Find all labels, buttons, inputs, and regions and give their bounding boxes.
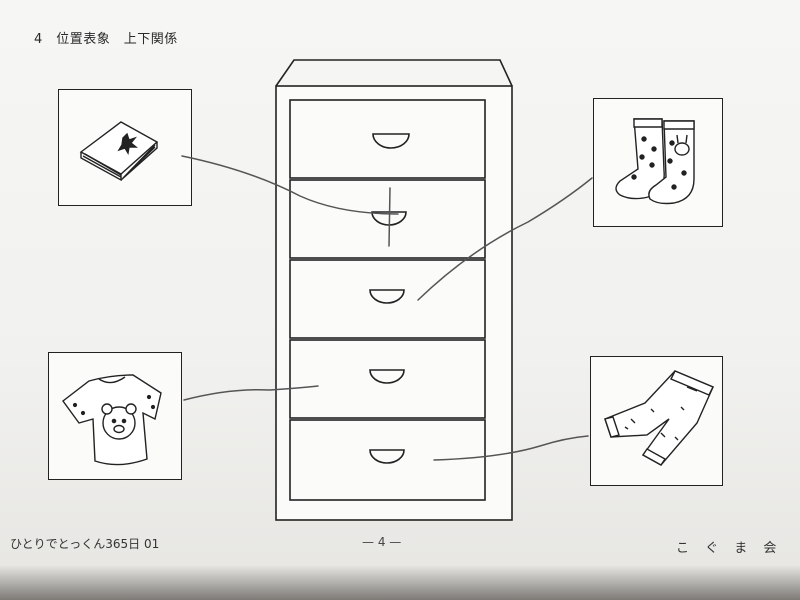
- drawer-3: [289, 259, 486, 339]
- drawer-2-handle-icon: [371, 211, 407, 226]
- tshirt-icon: [62, 374, 162, 466]
- pencil-line-socks: [417, 177, 593, 301]
- pants-icon: [604, 370, 714, 466]
- pencil-cross-mark: [388, 187, 391, 247]
- folded-handkerchief-icon: [79, 121, 159, 182]
- drawer-1-handle-icon: [372, 133, 410, 149]
- socks-icon: [615, 118, 695, 205]
- socks-picture-box: [593, 98, 723, 227]
- drawer-1: [289, 99, 486, 179]
- tshirt-picture-box: [48, 352, 182, 480]
- drawer-5: [289, 419, 486, 501]
- cabinet-frame: [275, 85, 513, 521]
- pencil-answer-lines: [181, 155, 593, 461]
- pencil-line-tshirt: [183, 385, 319, 401]
- drawer-5-handle-icon: [369, 449, 405, 464]
- cabinet-top: [275, 59, 513, 87]
- pencil-line-handkerchief: [181, 155, 399, 215]
- drawer-3-handle-icon: [369, 289, 405, 304]
- handkerchief-picture-box: [58, 89, 192, 206]
- page-number: — 4 —: [362, 535, 402, 549]
- publisher-label: こ ぐ ま 会: [676, 541, 783, 556]
- worksheet-title: 4 位置表象 上下関係: [34, 32, 178, 47]
- drawer-4: [289, 339, 486, 419]
- drawer-2: [289, 179, 486, 259]
- series-label: ひとりでとっくん365日 01: [10, 537, 160, 551]
- desk-shadow: [0, 565, 800, 600]
- pants-picture-box: [590, 356, 723, 486]
- drawer-4-handle-icon: [369, 369, 405, 384]
- pencil-line-pants: [433, 435, 589, 461]
